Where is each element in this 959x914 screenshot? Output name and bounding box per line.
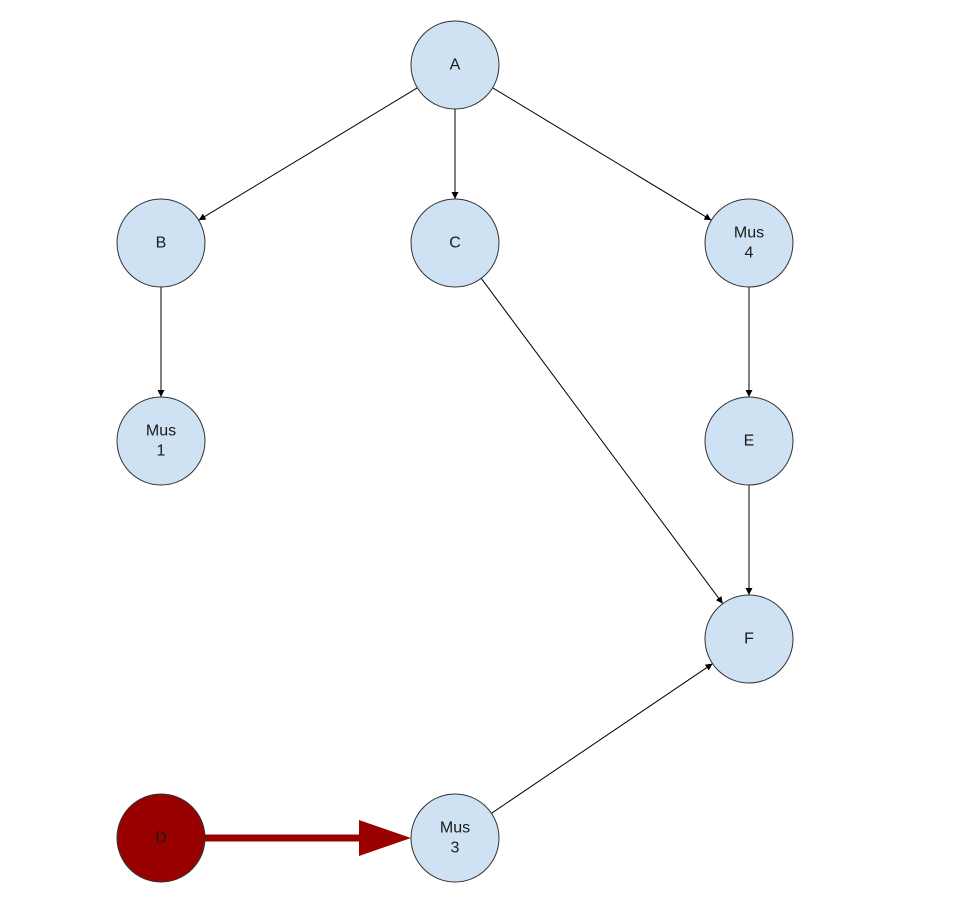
node-label: 3 <box>451 840 460 857</box>
node-label: A <box>450 57 461 74</box>
node-mus3: Mus 3 <box>410 793 500 883</box>
edge-d-to-mus3 <box>205 820 411 856</box>
node-mus4: Mus 4 <box>704 198 794 288</box>
node-label: Mus <box>440 820 470 837</box>
node-circle <box>410 198 500 288</box>
node-a: A <box>410 20 500 110</box>
node-label: 1 <box>157 443 166 460</box>
edge-a-to-mus4 <box>492 87 712 221</box>
node-b: B <box>116 198 206 288</box>
node-circle <box>116 198 206 288</box>
node-label: F <box>744 631 754 648</box>
node-d: D <box>116 793 206 883</box>
node-label: Mus <box>146 423 176 440</box>
node-e: E <box>704 396 794 486</box>
node-label: E <box>744 433 755 450</box>
node-label: 4 <box>745 245 754 262</box>
edges-layer <box>157 87 753 856</box>
node-mus1: Mus 1 <box>116 396 206 486</box>
node-label: Mus <box>734 225 764 242</box>
node-circle <box>704 594 794 684</box>
edge-a-to-b <box>198 87 418 221</box>
node-c: C <box>410 198 500 288</box>
edge-mus3-to-f <box>491 663 713 814</box>
node-circle <box>410 793 500 883</box>
node-circle <box>116 396 206 486</box>
node-circle <box>704 396 794 486</box>
node-label: D <box>155 830 167 847</box>
edge-c-to-f <box>480 278 724 604</box>
node-circle <box>410 20 500 110</box>
node-circle <box>116 793 206 883</box>
arrowhead <box>359 820 411 856</box>
node-f: F <box>704 594 794 684</box>
node-circle <box>704 198 794 288</box>
node-label: B <box>156 235 167 252</box>
node-label: C <box>449 235 461 252</box>
